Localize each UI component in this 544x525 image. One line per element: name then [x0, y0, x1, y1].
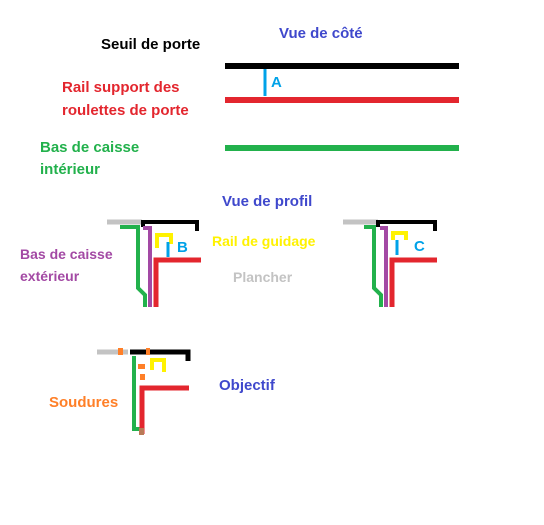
- weld-mark: [140, 374, 145, 380]
- profile-view-title: Vue de profil: [222, 193, 313, 210]
- outer-rocker-profile: [120, 225, 147, 307]
- roller-rail-profile: [139, 385, 189, 434]
- side-view-title: Vue de côté: [279, 25, 363, 42]
- inner-rocker-profile: [380, 226, 388, 307]
- roller-rail-label-line2: roulettes de porte: [62, 102, 189, 119]
- roller-rail-label: Rail support des roulettes de porte: [62, 77, 189, 122]
- weld-mark: [138, 364, 145, 369]
- welds-label: Soudures: [49, 394, 119, 411]
- objective-profile: [97, 348, 191, 435]
- weld-mark: [118, 348, 123, 355]
- outer-rocker-profile: [364, 225, 383, 307]
- inner-rocker-label-line2: intérieur: [40, 161, 101, 178]
- marker-b: B: [177, 239, 188, 256]
- objective-title: Objectif: [219, 377, 275, 394]
- inner-rocker-profile: [143, 226, 152, 307]
- profile-view-c: [343, 219, 437, 307]
- marker-a: A: [271, 74, 282, 91]
- outer-rocker-label-line2: extérieur: [20, 268, 80, 284]
- door-sill-profile: [376, 220, 437, 231]
- weld-mark: [146, 348, 150, 355]
- inner-rocker-label: Bas de caisse intérieur: [40, 137, 139, 181]
- outer-rocker-label: Bas de caisse extérieur: [20, 243, 113, 287]
- marker-c: C: [414, 238, 425, 255]
- guide-rail-profile: [150, 358, 166, 372]
- door-sill-label: Seuil de porte: [101, 36, 201, 53]
- door-sill-profile: [141, 220, 199, 231]
- inner-rocker-label-line1: Bas de caisse: [40, 139, 140, 156]
- guide-rail-label: Rail de guidage: [212, 233, 316, 249]
- profile-view-b: [107, 219, 201, 307]
- roller-rail-profile: [153, 257, 201, 307]
- roller-rail-profile: [389, 257, 437, 307]
- roller-rail-label-line1: Rail support des: [62, 79, 180, 96]
- weld-mark: [139, 428, 144, 435]
- guide-rail-profile: [155, 233, 173, 248]
- outer-rocker-label-line1: Bas de caisse: [20, 246, 113, 262]
- floor-label: Plancher: [233, 269, 293, 285]
- guide-rail-profile: [391, 231, 408, 240]
